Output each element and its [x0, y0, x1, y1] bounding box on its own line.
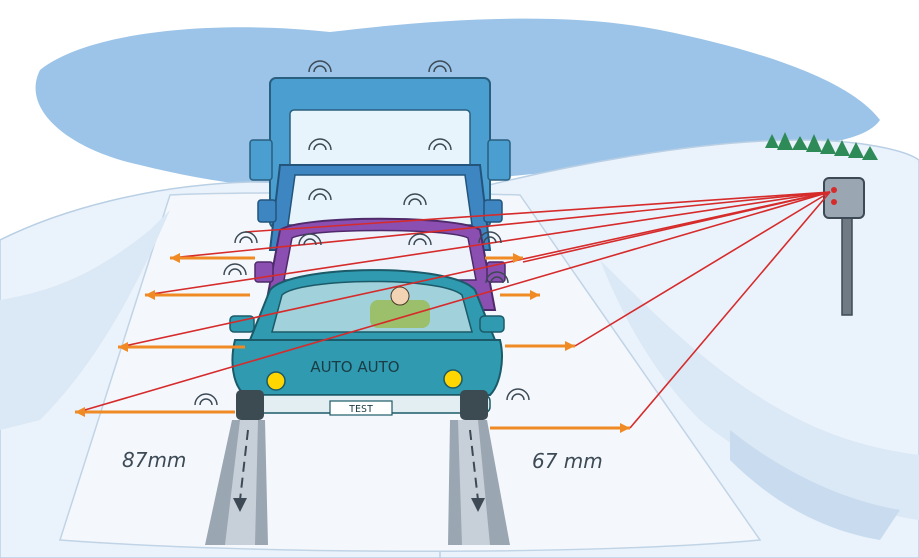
right-headlight: [444, 370, 462, 388]
left-headlight: [267, 372, 285, 390]
left-distance-label: 87mm: [122, 448, 186, 472]
hood-text: AUTO AUTO: [310, 358, 399, 376]
right-distance-label: 67 mm: [532, 449, 603, 473]
license-plate: TEST: [349, 404, 373, 415]
